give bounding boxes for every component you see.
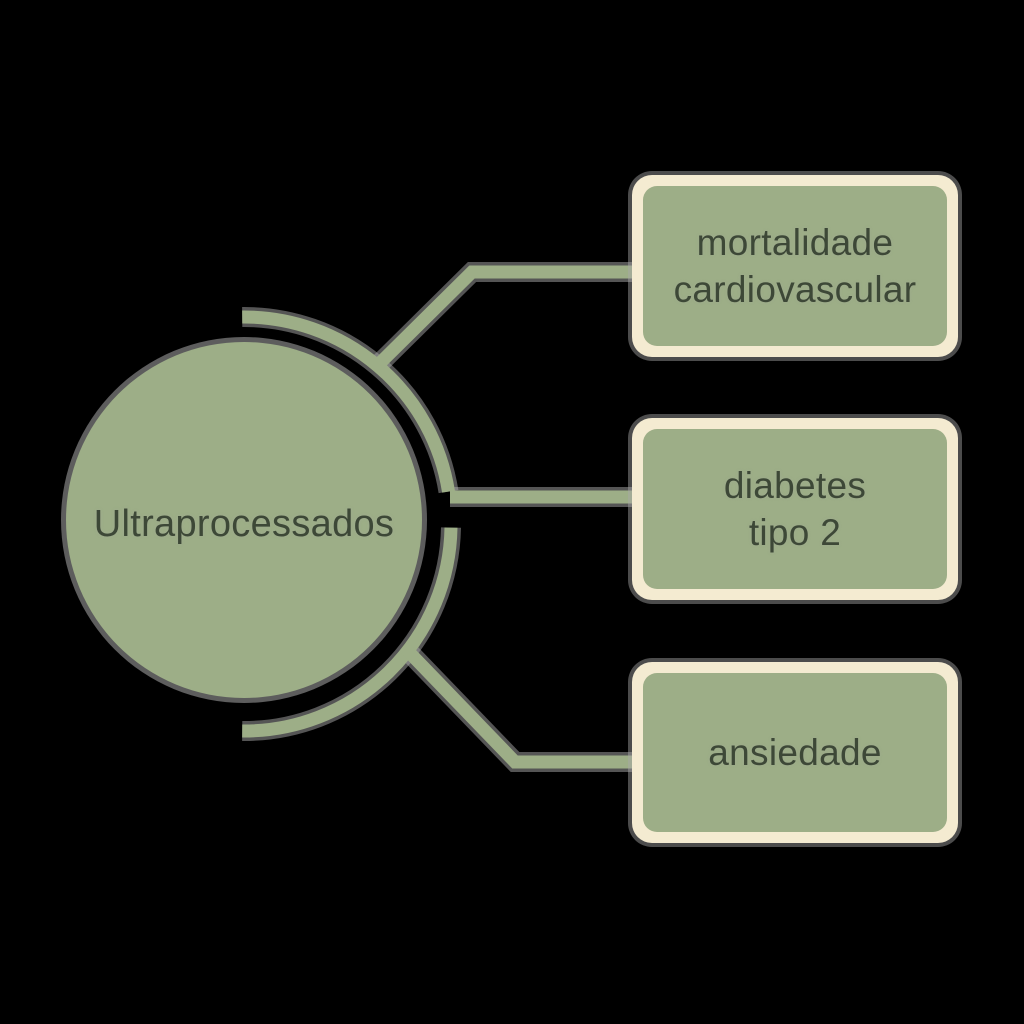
- node-box-fill: diabetes tipo 2: [643, 429, 947, 589]
- node-box-fill: ansiedade: [643, 673, 947, 832]
- node-label-line: ansiedade: [708, 732, 882, 773]
- node-ultraprocessados: Ultraprocessados: [66, 342, 422, 698]
- node-diabetes-tipo-2: diabetes tipo 2: [632, 418, 958, 600]
- node-label-line: cardiovascular: [673, 269, 917, 310]
- node-box-fill: mortalidade cardiovascular: [643, 186, 947, 346]
- connector-top: [374, 265, 636, 369]
- node-label-line: tipo 2: [748, 512, 842, 553]
- node-mortalidade-cardiovascular: mortalidade cardiovascular: [632, 175, 958, 357]
- connector-bottom: [401, 644, 636, 769]
- node-label-line: diabetes: [723, 465, 867, 506]
- arc-lower: [242, 527, 458, 738]
- central-node-label: Ultraprocessados: [93, 502, 395, 545]
- node-label-line: mortalidade: [696, 222, 894, 263]
- arc-upper: [242, 310, 455, 493]
- connector-group: [242, 265, 636, 769]
- node-ansiedade: ansiedade: [632, 662, 958, 843]
